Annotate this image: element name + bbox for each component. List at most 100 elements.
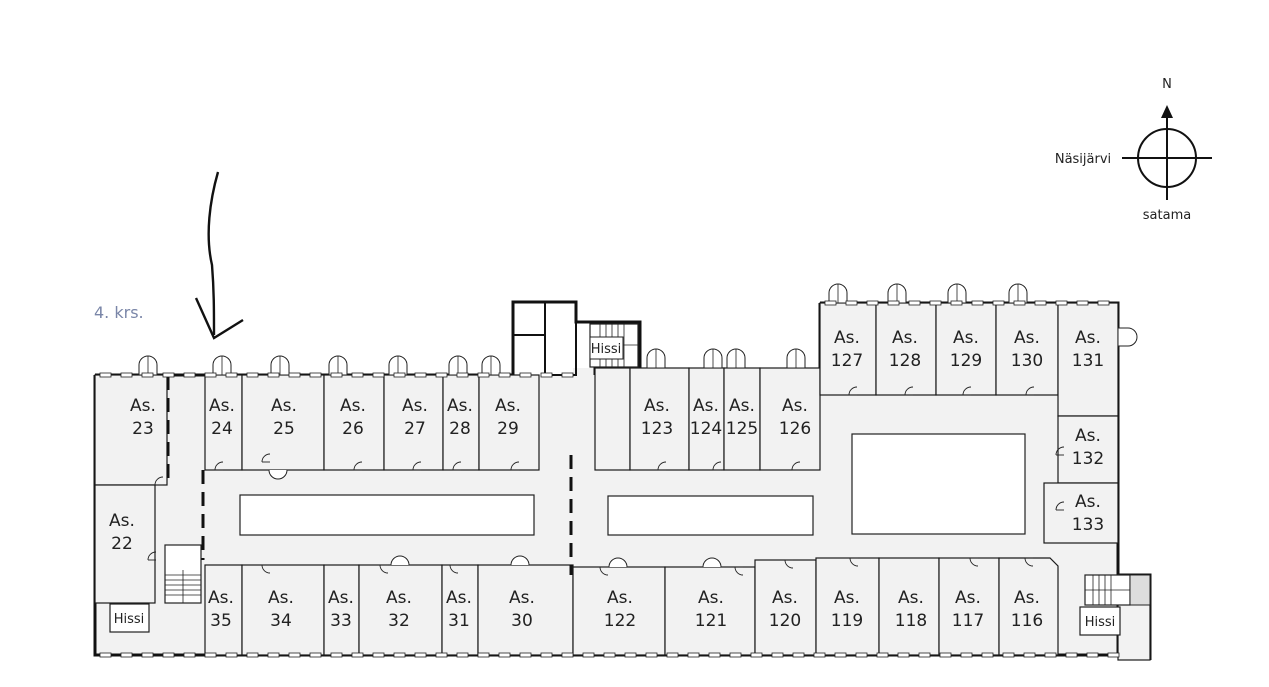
stair-block xyxy=(594,367,631,471)
door-swing-icon xyxy=(849,557,859,567)
niche xyxy=(268,469,288,480)
apartment-30 xyxy=(477,564,574,656)
window-mark xyxy=(120,372,133,378)
apartment-labels: As. 23 As. 24 As. 25 As. 26 As. 27 As. 2… xyxy=(109,328,1104,631)
label-prefix: As. xyxy=(834,588,860,608)
apartment-131 xyxy=(1057,302,1119,417)
door-swing-icon xyxy=(848,386,858,396)
window-mark xyxy=(204,652,217,658)
door-swing-icon xyxy=(962,386,972,396)
window-mark xyxy=(372,372,385,378)
window-mark xyxy=(582,652,595,658)
door-swing-icon xyxy=(147,551,157,561)
window-mark xyxy=(1055,300,1068,306)
window-mark xyxy=(834,652,847,658)
apartment-119 xyxy=(815,557,880,656)
apartment-33 xyxy=(323,564,360,656)
door-swing-icon xyxy=(1055,446,1065,456)
window-mark xyxy=(99,652,112,658)
label-123: 123 xyxy=(641,419,673,439)
apartment-132 xyxy=(1057,415,1119,484)
door-swing-icon xyxy=(657,461,667,471)
apartment-22 xyxy=(94,484,156,604)
door-swing-icon xyxy=(261,453,271,463)
door-swing-icon xyxy=(712,461,722,471)
window-mark xyxy=(120,652,133,658)
window-mark xyxy=(246,372,259,378)
apartment-29 xyxy=(478,374,540,471)
window-mark xyxy=(183,372,196,378)
apartment-116 xyxy=(998,557,1059,656)
label-29: 29 xyxy=(497,419,519,439)
window-mark xyxy=(897,652,910,658)
label-28: 28 xyxy=(449,419,471,439)
window-mark xyxy=(225,652,238,658)
apartment-26 xyxy=(323,374,385,471)
label-129: 129 xyxy=(950,351,982,371)
window-mark xyxy=(225,372,238,378)
label-prefix: As. xyxy=(953,328,979,348)
window-mark xyxy=(288,372,301,378)
window-mark xyxy=(393,372,406,378)
window-mark xyxy=(855,652,868,658)
window-mark xyxy=(687,652,700,658)
label-32: 32 xyxy=(388,611,410,631)
window-mark xyxy=(561,652,574,658)
window-mark xyxy=(887,300,900,306)
window-mark xyxy=(792,652,805,658)
niche xyxy=(510,555,530,566)
niche xyxy=(608,557,628,568)
window-mark xyxy=(183,652,196,658)
label-prefix: As. xyxy=(898,588,924,608)
label-22: 22 xyxy=(111,534,133,554)
balcony-door-icon xyxy=(1117,327,1138,347)
niche xyxy=(390,555,410,566)
window-mark xyxy=(309,652,322,658)
window-mark xyxy=(1023,652,1036,658)
light-well-middle xyxy=(607,495,814,536)
label-prefix: As. xyxy=(130,396,156,416)
window-mark xyxy=(498,372,511,378)
balconies xyxy=(138,283,1138,376)
label-122: 122 xyxy=(604,611,636,631)
window-mark xyxy=(624,652,637,658)
label-prefix: As. xyxy=(271,396,297,416)
label-prefix: As. xyxy=(208,588,234,608)
label-prefix: As. xyxy=(268,588,294,608)
window-mark xyxy=(813,652,826,658)
window-mark xyxy=(519,652,532,658)
label-prefix: As. xyxy=(729,396,755,416)
label-prefix: As. xyxy=(698,588,724,608)
window-mark xyxy=(908,300,921,306)
window-mark xyxy=(876,652,889,658)
label-31: 31 xyxy=(448,611,470,631)
window-mark xyxy=(971,300,984,306)
window-mark xyxy=(477,372,490,378)
window-mark xyxy=(162,652,175,658)
door-swing-icon xyxy=(904,386,914,396)
label-prefix: As. xyxy=(509,588,535,608)
window-mark xyxy=(141,652,154,658)
window-mark xyxy=(950,300,963,306)
label-prefix: As. xyxy=(328,588,354,608)
lift-left xyxy=(109,603,150,633)
label-27: 27 xyxy=(404,419,426,439)
window-mark xyxy=(540,372,553,378)
label-125: 125 xyxy=(726,419,758,439)
niche xyxy=(702,557,722,568)
window-mark xyxy=(866,300,879,306)
compass: N Näsijärvi satama xyxy=(1055,77,1212,223)
label-133: 133 xyxy=(1072,515,1104,535)
door-swing-icon xyxy=(1024,557,1034,567)
compass-north: N xyxy=(1162,77,1172,92)
apartment-128 xyxy=(875,302,937,396)
window-mark xyxy=(771,652,784,658)
apartment-32 xyxy=(358,564,443,656)
window-mark xyxy=(824,300,837,306)
label-prefix: As. xyxy=(1075,328,1101,348)
stairs-east xyxy=(1084,574,1151,606)
window-mark xyxy=(1107,652,1120,658)
door-swing-icon xyxy=(261,564,271,574)
apartment-133 xyxy=(1043,482,1119,544)
apartment-129 xyxy=(935,302,997,396)
